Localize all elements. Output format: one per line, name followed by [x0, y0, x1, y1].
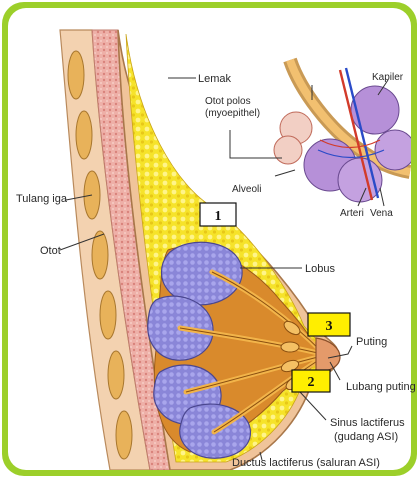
label-kapiler: Kapiler: [372, 72, 404, 83]
label-otot-polos: Otot polos: [205, 96, 251, 107]
label-arteri: Arteri: [340, 208, 364, 219]
label-myoepithel: (myoepithel): [205, 108, 260, 119]
label-vena: Vena: [370, 208, 393, 219]
marker-2: 2: [292, 370, 330, 392]
label-lobus: Lobus: [305, 263, 335, 275]
label-tulang-iga: Tulang iga: [16, 193, 68, 205]
label-otot: Otot: [40, 245, 61, 257]
label-gudang-asi: (gudang ASI): [334, 431, 398, 443]
label-alveoli: Alveoli: [232, 184, 261, 195]
marker-2-text: 2: [308, 375, 315, 390]
marker-1: 1: [200, 203, 236, 226]
marker-3-text: 3: [326, 319, 333, 334]
label-puting: Puting: [356, 336, 387, 348]
label-ductus-lactiferus: Ductus lactiferus (saluran ASI): [232, 457, 380, 469]
label-sinus-lactiferus: Sinus lactiferus: [330, 417, 405, 429]
label-lemak: Lemak: [198, 73, 232, 85]
marker-3: 3: [308, 313, 350, 336]
label-lubang-puting: Lubang puting: [346, 381, 416, 393]
marker-1-text: 1: [215, 209, 222, 224]
